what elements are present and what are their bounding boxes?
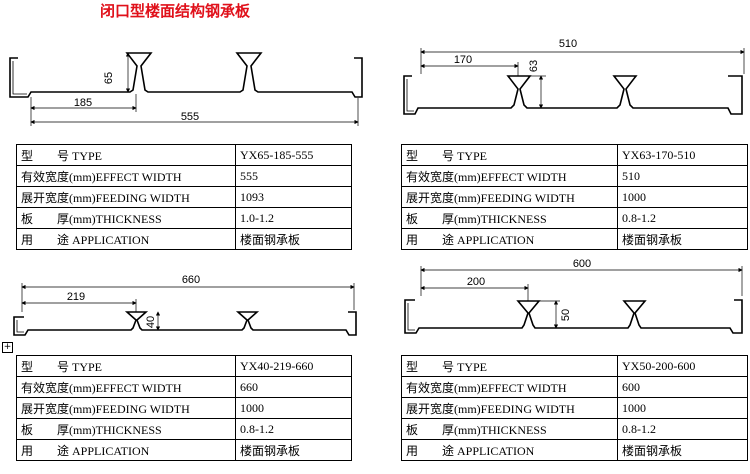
- drawing-4-height-dim: 50: [560, 309, 572, 321]
- spec-value: 600: [617, 376, 748, 398]
- spec-label: 型 号 TYPE: [401, 144, 618, 166]
- spec-value: 楼面钢承板: [235, 439, 352, 461]
- table-row: 型 号 TYPE YX65-185-555 型 号 TYPE YX63-170-…: [16, 144, 748, 166]
- table-gap: [351, 376, 402, 398]
- spec-label: 有效宽度(mm)EFFECT WIDTH: [401, 376, 618, 398]
- table-row: 展开宽度(mm)FEEDING WIDTH 1000 展开宽度(mm)FEEDI…: [16, 397, 748, 419]
- drawing-1-pitch-dim: 185: [74, 97, 92, 109]
- drawing-4-pitch-dim: 200: [467, 276, 485, 288]
- spec-value: 510: [617, 165, 748, 187]
- spec-label: 板 厚(mm)THICKNESS: [16, 418, 236, 440]
- spec-value: 楼面钢承板: [617, 439, 748, 461]
- spec-table-1: 型 号 TYPE YX65-185-555 型 号 TYPE YX63-170-…: [16, 144, 748, 250]
- spec-value: 1000: [617, 397, 748, 419]
- drawing-2-pitch-dim: 170: [454, 54, 472, 66]
- spec-label: 展开宽度(mm)FEEDING WIDTH: [401, 397, 618, 419]
- table-gap: [351, 439, 402, 461]
- spec-label: 有效宽度(mm)EFFECT WIDTH: [16, 165, 236, 187]
- spec-label: 板 厚(mm)THICKNESS: [401, 207, 618, 229]
- spec-value: 0.8-1.2: [235, 418, 352, 440]
- spec-value: 555: [235, 165, 352, 187]
- table-gap: [351, 207, 402, 229]
- spec-value: YX40-219-660: [235, 355, 352, 377]
- spec-value: 0.8-1.2: [617, 207, 748, 229]
- spec-label: 有效宽度(mm)EFFECT WIDTH: [16, 376, 236, 398]
- spec-value: 0.8-1.2: [617, 418, 748, 440]
- spec-label: 板 厚(mm)THICKNESS: [16, 207, 236, 229]
- drawing-3-pitch-dim: 219: [67, 291, 85, 303]
- spec-value: YX50-200-600: [617, 355, 748, 377]
- drawing-3-width-dim: 660: [182, 274, 200, 286]
- drawing-1-height-dim: 65: [103, 72, 115, 84]
- table-row: 用 途 APPLICATION 楼面钢承板 用 途 APPLICATION 楼面…: [16, 439, 748, 461]
- spec-label: 展开宽度(mm)FEEDING WIDTH: [401, 186, 618, 208]
- drawing-2-width-dim: 510: [559, 38, 577, 50]
- page-title: 闭口型楼面结构钢承板: [100, 2, 251, 20]
- spec-label: 型 号 TYPE: [16, 355, 236, 377]
- table-row: 有效宽度(mm)EFFECT WIDTH 660 有效宽度(mm)EFFECT …: [16, 376, 748, 398]
- table-gap: [351, 228, 402, 250]
- table-row: 用 途 APPLICATION 楼面钢承板 用 途 APPLICATION 楼面…: [16, 228, 748, 250]
- spec-value: YX65-185-555: [235, 144, 352, 166]
- profile-drawing-2: [403, 75, 743, 115]
- table-row: 板 厚(mm)THICKNESS 0.8-1.2 板 厚(mm)THICKNES…: [16, 418, 748, 440]
- table-gap: [351, 165, 402, 187]
- profile-drawing-4: [404, 299, 743, 334]
- spec-label: 板 厚(mm)THICKNESS: [401, 418, 618, 440]
- spec-label: 用 途 APPLICATION: [16, 228, 236, 250]
- spec-label: 展开宽度(mm)FEEDING WIDTH: [16, 397, 236, 419]
- spec-value: 1000: [617, 186, 748, 208]
- spec-value: 楼面钢承板: [617, 228, 748, 250]
- table-gap: [351, 144, 402, 166]
- spec-label: 用 途 APPLICATION: [401, 228, 618, 250]
- spec-label: 型 号 TYPE: [401, 355, 618, 377]
- spec-label: 有效宽度(mm)EFFECT WIDTH: [401, 165, 618, 187]
- spec-value: 660: [235, 376, 352, 398]
- spec-value: YX63-170-510: [617, 144, 748, 166]
- drawing-1-width-dim: 555: [181, 111, 199, 123]
- spec-label: 展开宽度(mm)FEEDING WIDTH: [16, 186, 236, 208]
- table-row: 型 号 TYPE YX40-219-660 型 号 TYPE YX50-200-…: [16, 355, 748, 377]
- table-gap: [351, 355, 402, 377]
- table-gap: [351, 397, 402, 419]
- drawing-2-height-dim: 63: [528, 60, 540, 72]
- spec-label: 用 途 APPLICATION: [16, 439, 236, 461]
- drawing-4-width-dim: 600: [573, 258, 591, 270]
- table-gap: [351, 418, 402, 440]
- spec-label: 用 途 APPLICATION: [401, 439, 618, 461]
- table-row: 展开宽度(mm)FEEDING WIDTH 1093 展开宽度(mm)FEEDI…: [16, 186, 748, 208]
- spec-table-2: 型 号 TYPE YX40-219-660 型 号 TYPE YX50-200-…: [16, 355, 748, 461]
- table-move-handle-icon[interactable]: +: [2, 342, 13, 353]
- spec-label: 型 号 TYPE: [16, 144, 236, 166]
- spec-value: 楼面钢承板: [235, 228, 352, 250]
- spec-value: 1093: [235, 186, 352, 208]
- table-row: 板 厚(mm)THICKNESS 1.0-1.2 板 厚(mm)THICKNES…: [16, 207, 748, 229]
- table-gap: [351, 186, 402, 208]
- profile-drawing-1: [9, 52, 363, 98]
- table-row: 有效宽度(mm)EFFECT WIDTH 555 有效宽度(mm)EFFECT …: [16, 165, 748, 187]
- profile-drawing-3: [13, 311, 357, 336]
- spec-value: 1000: [235, 397, 352, 419]
- drawing-3-height-dim: 40: [145, 316, 157, 328]
- spec-value: 1.0-1.2: [235, 207, 352, 229]
